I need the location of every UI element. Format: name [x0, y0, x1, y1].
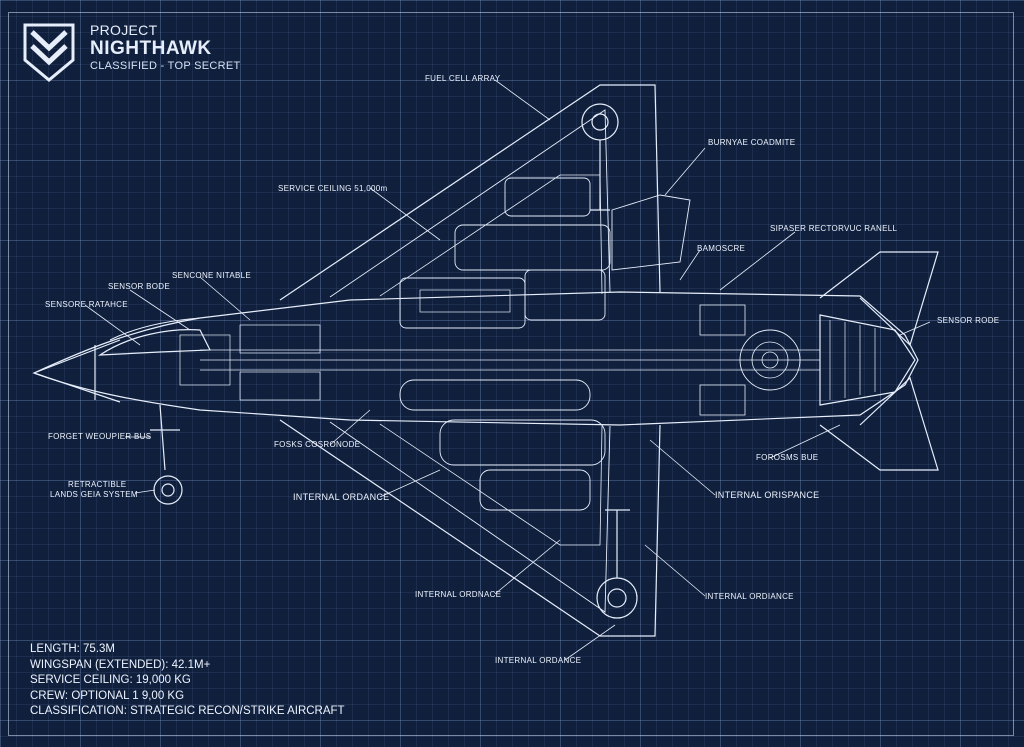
nose-landing-gear [150, 404, 183, 505]
label-retractible-line1: RETRACTIBLE [68, 480, 127, 489]
label-bamoscre: BAMOSCRE [697, 244, 746, 253]
lower-wing [279, 419, 661, 637]
spec-classification: CLASSIFICATION: STRATEGIC RECON/STRIKE A… [30, 705, 345, 717]
chevron-shield-icon [23, 23, 75, 82]
upper-tail-fin [819, 251, 939, 347]
label-forget-weoupier-bus: FORGET WEOUPIER BUS [48, 432, 152, 441]
label-sensore-ratahce: SENSORE RATAHCE [45, 300, 128, 309]
spec-ceiling: SERVICE CEILING: 19,000 KG [30, 674, 191, 686]
label-internal-ordance-bottom: INTERNAL ORDANCE [495, 656, 582, 665]
label-internal-ordance-left: INTERNAL ORDANCE [293, 492, 390, 502]
upper-main-wheel [581, 103, 619, 211]
central-spine [200, 349, 820, 371]
label-sipaser-rectorvuc: SIPASER RECTORVUC RANELL [770, 224, 898, 233]
label-internal-orispance: INTERNAL ORISPANCE [715, 490, 820, 500]
label-forosms-bue: FOROSMS BUE [756, 453, 819, 462]
classification-label: CLASSIFIED - TOP SECRET [90, 59, 241, 72]
project-name: NIGHTHAWK [90, 38, 212, 60]
lower-main-wheel [596, 509, 638, 619]
label-sencone-nitable: SENCONE NITABLE [172, 271, 252, 280]
label-internal-ordnace: INTERNAL ORDNACE [415, 590, 502, 599]
label-fosks-cosronode: FOSKS COSRONODE [274, 440, 361, 449]
title-block: PROJECT NIGHTHAWK CLASSIFIED - TOP SECRE… [22, 22, 241, 84]
label-internal-ordiance: INTERNAL ORDIANCE [705, 592, 794, 601]
spec-wingspan: WINGSPAN (EXTENDED): 42.1M+ [30, 658, 211, 671]
label-sensor-rode: SENSOR RODE [937, 316, 1000, 325]
upper-wing [279, 84, 661, 301]
project-label: PROJECT [90, 22, 158, 38]
label-burnyae-coadmite: BURNYAE COADMITE [708, 138, 796, 147]
spec-crew: CREW: OPTIONAL 1 9,00 KG [30, 689, 185, 702]
label-sensor-bode: SENSOR BODE [108, 282, 170, 291]
spec-length: LENGTH: 75.3M [30, 643, 115, 655]
label-service-ceiling: SERVICE CEILING 51,000m [278, 184, 388, 193]
spec-block: LENGTH: 75.3M WINGSPAN (EXTENDED): 42.1M… [30, 642, 345, 720]
label-retractible-line2: LANDS GEIA SYSTEM [50, 490, 138, 499]
lower-tail-fin [819, 376, 939, 471]
fuselage-outline [32, 291, 919, 426]
label-fuel-cell-array: FUEL CELL ARRAY [425, 74, 501, 83]
canopy [97, 329, 211, 356]
engine-nozzle [819, 314, 916, 406]
blueprint-frame [8, 12, 1014, 736]
